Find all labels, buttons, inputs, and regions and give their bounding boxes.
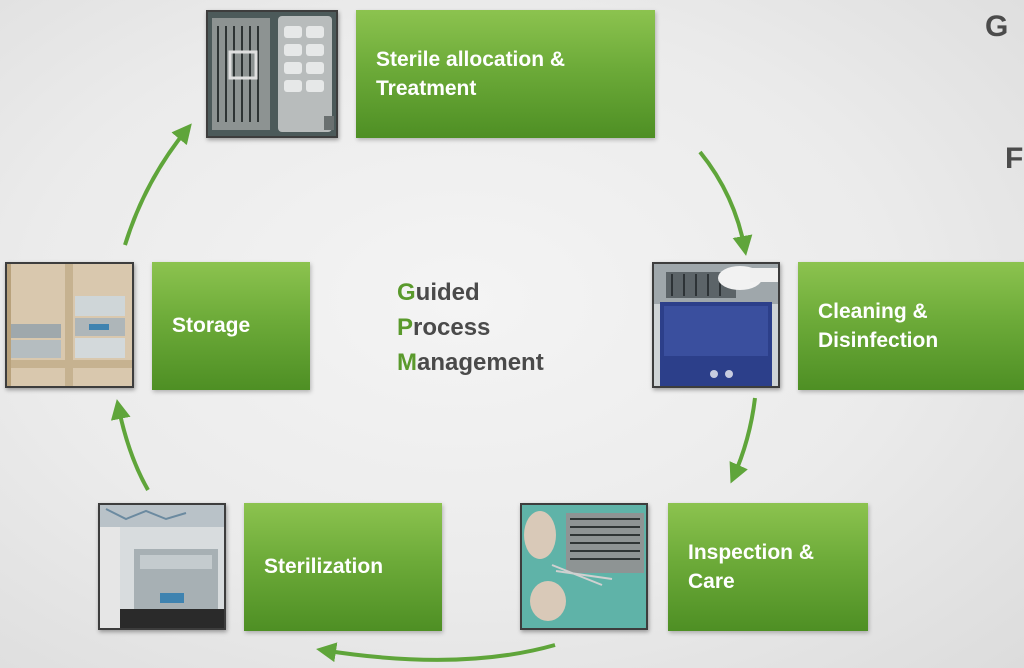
step-storage: Storage bbox=[152, 262, 310, 390]
arrow-treatment-to-cleaning bbox=[698, 150, 753, 256]
step-label-line1: Inspection & bbox=[688, 540, 815, 564]
edge-text-mid: F bbox=[1005, 142, 1024, 175]
title-rest-process: rocess bbox=[413, 314, 491, 341]
step-sterile-allocation-treatment: Sterile allocation & Treatment bbox=[356, 10, 655, 138]
step-label-line2: Care bbox=[688, 570, 735, 593]
title-initial-m: M bbox=[397, 349, 417, 376]
arrow-storage-to-treatment bbox=[123, 123, 192, 246]
center-title: Guided Process Management bbox=[397, 275, 544, 380]
step-label-line1: Sterilization bbox=[264, 555, 384, 579]
edge-text-top: G bbox=[985, 10, 1009, 43]
sterilizer-photo bbox=[98, 503, 226, 630]
arrow-cleaning-to-inspection bbox=[729, 397, 757, 484]
step-label-line2: Treatment bbox=[376, 77, 477, 100]
step-label-line1: Sterile allocation & bbox=[376, 47, 566, 71]
step-inspection-care: Inspection & Care bbox=[668, 503, 868, 631]
storage-shelf-photo bbox=[5, 262, 134, 388]
title-rest-guided: uided bbox=[415, 279, 480, 306]
title-initial-p: P bbox=[397, 314, 414, 341]
instrument-tray-photo bbox=[206, 10, 338, 138]
step-sterilization: Sterilization bbox=[244, 503, 442, 631]
step-label-line1: Storage bbox=[172, 314, 251, 338]
arrow-sterilization-to-storage bbox=[110, 399, 150, 491]
instrument-inspection-photo bbox=[520, 503, 648, 630]
title-rest-management: anagement bbox=[417, 349, 544, 376]
step-cleaning-disinfection: Cleaning & Disinfection bbox=[798, 262, 1024, 390]
step-label-line2: Disinfection bbox=[818, 329, 939, 352]
arrow-inspection-to-sterilization bbox=[316, 642, 556, 663]
ultrasonic-cleaner-photo bbox=[652, 262, 780, 388]
title-initial-g: G bbox=[397, 279, 416, 306]
step-label-line1: Cleaning & bbox=[818, 299, 928, 323]
